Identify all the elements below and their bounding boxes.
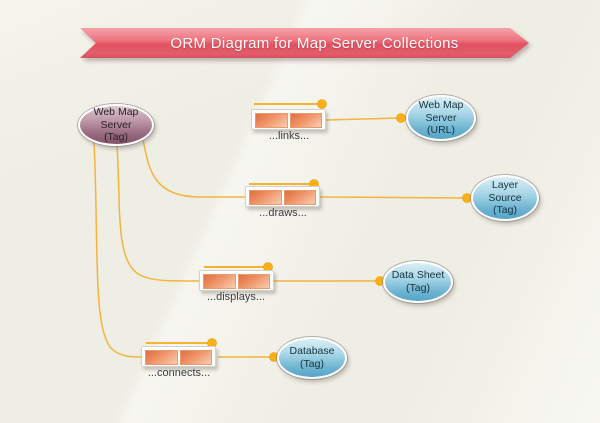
connector-tag-to-displays: [116, 143, 200, 282]
link-dot-web-map-server-url: [396, 113, 406, 123]
predicate-draws-label: ...draws...: [259, 207, 307, 219]
connector-tag-to-draws: [142, 139, 245, 198]
connector-draws-to-layer-source: [319, 196, 467, 199]
entity-label: Web Map Server (Tag): [93, 105, 139, 144]
predicate-links-roles[interactable]: [251, 109, 326, 130]
role-cell[interactable]: [283, 190, 316, 205]
predicate-links-label: ...links...: [268, 130, 310, 142]
entity-layer-source-tag[interactable]: Layer Source (Tag): [471, 175, 539, 221]
connector-links-to-url: [325, 117, 401, 121]
entity-label: Web Map Server (URL): [418, 98, 464, 137]
connector-tag-to-connects: [93, 141, 142, 358]
predicate-connects-roles[interactable]: [141, 346, 216, 367]
uniqueness-dot-links: [317, 99, 327, 109]
role-cell[interactable]: [237, 274, 270, 289]
role-cell[interactable]: [179, 350, 212, 365]
entity-web-map-server-url[interactable]: Web Map Server (URL): [406, 95, 476, 141]
predicate-connects-label: ...connects...: [147, 367, 211, 379]
role-cell[interactable]: [289, 113, 322, 128]
diagram-title: ORM Diagram for Map Server Collections: [170, 34, 459, 52]
predicate-displays-roles[interactable]: [199, 270, 274, 291]
predicate-draws-roles[interactable]: [245, 186, 320, 207]
entity-label: Database (Tag): [289, 345, 335, 370]
role-cell[interactable]: [255, 113, 288, 128]
entity-data-sheet-tag[interactable]: Data Sheet (Tag): [383, 261, 453, 303]
role-cell[interactable]: [145, 350, 178, 365]
entity-label: Data Sheet (Tag): [391, 269, 445, 294]
title-ribbon: ORM Diagram for Map Server Collections: [80, 28, 529, 58]
role-cell[interactable]: [203, 274, 236, 289]
title-ribbon-shape: ORM Diagram for Map Server Collections: [80, 28, 529, 58]
predicate-displays-label: ...displays...: [206, 291, 266, 303]
entity-web-map-server-tag[interactable]: Web Map Server (Tag): [78, 104, 154, 146]
role-cell[interactable]: [249, 190, 282, 205]
entity-database-tag[interactable]: Database (Tag): [277, 337, 347, 379]
entity-label: Layer Source (Tag): [488, 178, 522, 217]
